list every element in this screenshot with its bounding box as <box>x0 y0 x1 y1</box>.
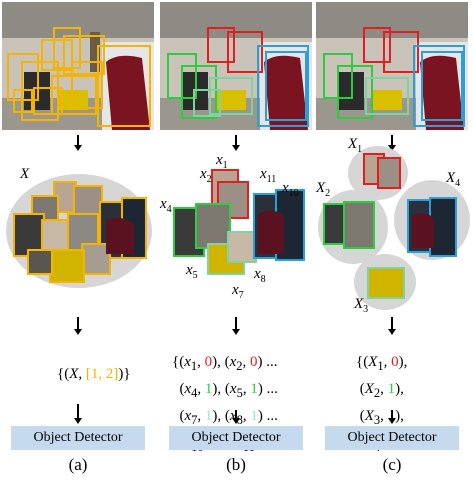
label-x2: x2 <box>200 166 212 185</box>
formula-a-labels: [1, 2] <box>85 366 119 382</box>
formula-b-line-2: (x4, 1), (x5, 1) ... <box>172 381 278 400</box>
object-detector-b: Object Detector <box>169 426 303 450</box>
formula-b: {(x1, 0), (x2, 0) ... (x4, 1), (x5, 1) .… <box>172 328 301 482</box>
caption-b: (b) <box>226 455 246 474</box>
formula-b-line-1: {(x1, 0), (x2, 0) ... <box>172 354 278 373</box>
scene-photo-b <box>160 2 312 130</box>
set-label-x: X <box>20 166 30 182</box>
crop-collage-b <box>173 169 305 275</box>
scene-photo-a <box>2 2 154 130</box>
formula-a: {(X, [1, 2])} <box>42 340 131 409</box>
caption-c: (c) <box>382 455 402 474</box>
formula-a-set: X <box>69 366 79 382</box>
panel-b: x1 x2 x11 x10 x4 x5 x8 x7 {(x1, 0), (x2,… <box>160 0 312 475</box>
crop-groups-c <box>323 153 457 299</box>
object-detector-c: Object Detector <box>325 426 459 450</box>
formula-a-comma: , <box>78 366 86 382</box>
scene-photo-c <box>316 2 468 130</box>
crop-collage-a <box>13 181 147 283</box>
formula-c-line-1: {(X1, 0), <box>356 354 408 373</box>
label-x7: x7 <box>232 282 244 301</box>
formula-c-line-3: (X3, 1), <box>356 408 404 427</box>
formula-b-line-3: (x7, 1), (x8, 1) ... <box>172 408 278 427</box>
label-x4: x4 <box>160 196 172 215</box>
label-x1: x1 <box>216 152 228 171</box>
object-detector-a: Object Detector <box>11 426 145 450</box>
group-label-x4: X4 <box>446 170 461 189</box>
group-label-x3: X3 <box>354 296 369 315</box>
label-x10: x10 <box>282 180 299 199</box>
formula-c-line-2: (X2, 1), <box>356 381 404 400</box>
group-label-x1: X1 <box>348 136 363 155</box>
group-label-x2: X2 <box>316 180 331 199</box>
label-x11: x11 <box>260 166 277 185</box>
label-x5: x5 <box>186 262 198 281</box>
formula-a-close: )} <box>118 366 131 382</box>
panel-a: X {(X, [1, 2])} Object Detector (a) <box>2 0 154 475</box>
formula-a-open: {( <box>57 366 70 382</box>
label-x8: x8 <box>254 266 266 285</box>
caption-a: (a) <box>68 455 88 474</box>
panel-c: X1 X2 X4 X3 {(X1, 0), (X2, 1), (X3, 1), … <box>316 0 472 475</box>
